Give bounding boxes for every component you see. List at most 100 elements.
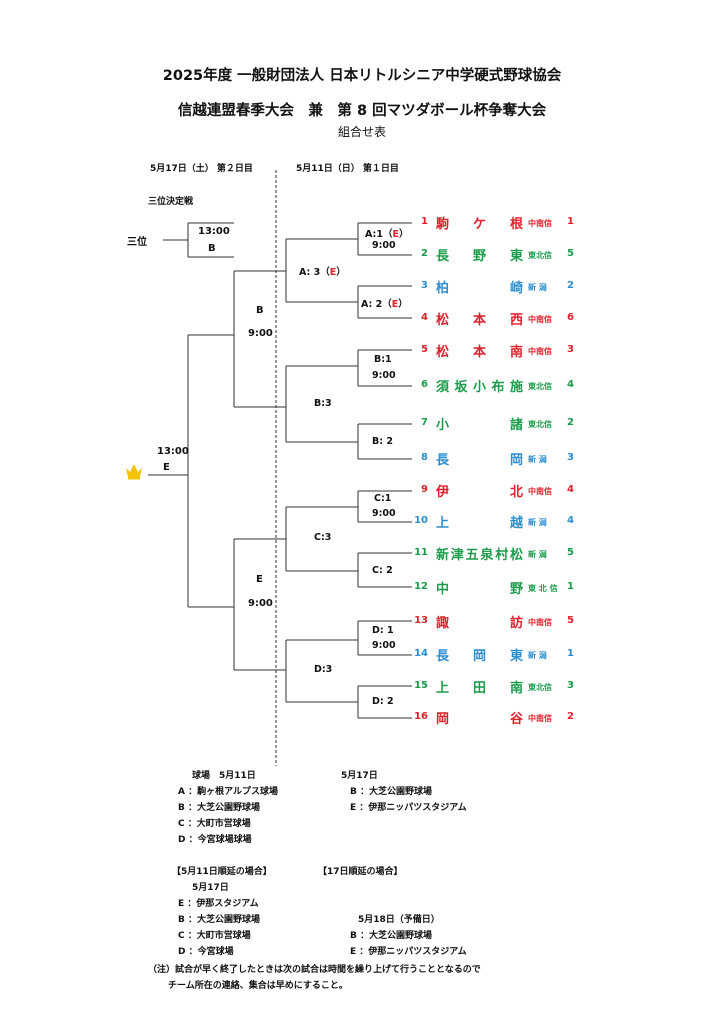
team-name-char: 崎: [509, 281, 523, 296]
team-name-char: 松: [436, 345, 450, 360]
team-name-char: 根: [509, 217, 523, 232]
round1-c2-label: C: 2: [372, 565, 393, 576]
round1-b2-label: B: 2: [372, 436, 393, 447]
team-league-rank: 4: [567, 515, 574, 526]
round1-a1-label: A:1（E）: [365, 226, 408, 240]
venue-may11-a: A ：駒ヶ根アルプス球場: [178, 787, 279, 797]
crown-icon: [126, 464, 142, 480]
team-name-char: 岡: [436, 712, 450, 727]
team-name-char: 訪: [509, 616, 523, 631]
team-name-char: 南: [509, 681, 523, 696]
team-name-char: 長: [436, 649, 450, 664]
team-name: 柏崎: [436, 277, 523, 296]
team-seed: 6: [421, 379, 428, 390]
team-name: 小諸: [436, 414, 523, 433]
postpone-heading-11: 【5月11日順延の場合】: [172, 867, 272, 877]
postpone-11-c: C ：大町市営球場: [178, 931, 251, 941]
team-name-char: 布: [491, 380, 505, 395]
team-name: 上越: [436, 512, 523, 531]
team-league-rank: 5: [567, 615, 574, 626]
team-seed: 11: [414, 547, 428, 558]
round1-c1-time: 9:00: [372, 508, 396, 519]
postpone-11-d: D ：今宮球場: [178, 947, 234, 957]
team-league-rank: 5: [567, 547, 574, 558]
team-name-char: 野: [509, 582, 523, 597]
team-name: 須坂小布施: [436, 376, 523, 395]
final-junction: [148, 335, 189, 607]
round1-b1-label: B:1: [374, 354, 392, 365]
team-region: 中南信: [528, 219, 552, 228]
semi-b-arms: [234, 270, 286, 408]
team-name-char: 越: [509, 516, 523, 531]
team-name: 岡谷: [436, 708, 523, 727]
round1-a2-label: A: 2（E）: [361, 296, 408, 310]
team-name-char: 北: [509, 485, 523, 500]
team-seed: 3: [421, 280, 428, 291]
team-region: 東北信: [528, 420, 552, 429]
postpone-17-e: E ：伊那ニッパツスタジアム: [350, 947, 467, 957]
team-name-char: 東: [509, 649, 523, 664]
postpone-11-b: B ：大芝公園野球場: [178, 915, 260, 925]
team-name-char: 小: [472, 380, 486, 395]
venue-may11-b: B ：大芝公園野球場: [178, 803, 260, 813]
round2-c-label: C:3: [314, 532, 332, 543]
team-seed: 8: [421, 452, 428, 463]
third-place-time: 13:00: [198, 226, 230, 237]
team-name-char: 長: [436, 249, 450, 264]
round1-a1-code: A:1: [365, 229, 383, 240]
round2-d-bracket: [285, 639, 358, 703]
third-place-heading: 三位決定戦: [148, 197, 194, 207]
team-name: 松本南: [436, 341, 523, 360]
team-seed: 13: [414, 615, 428, 626]
page-subtitle: 組合せ表: [337, 125, 386, 139]
third-place-label: 三位: [127, 237, 147, 248]
team-seed: 9: [421, 484, 428, 495]
round1-c1-bracket: [357, 490, 412, 523]
team-seed: 12: [414, 581, 428, 592]
team-region: 東北信: [528, 382, 552, 391]
team-region: 新 潟: [528, 651, 547, 660]
team-league-rank: 2: [567, 417, 574, 428]
postpone-date-11: 5月17日: [192, 883, 229, 893]
semi-e-time: 9:00: [248, 598, 273, 609]
team-name-char: 田: [472, 681, 486, 696]
team-name-char: 野: [472, 249, 486, 264]
team-seed: 14: [414, 648, 428, 659]
team-name-char: 本: [472, 345, 486, 360]
round2-a-mark: （E）: [320, 267, 346, 278]
round1-b1-bracket: [357, 349, 412, 387]
team-region: 中南信: [528, 315, 552, 324]
team-name-char: 上: [436, 516, 450, 531]
team-name-char: 松: [436, 313, 450, 328]
team-name: 上田南: [436, 677, 523, 696]
team-name-char: 松: [509, 548, 523, 563]
postpone-17-b: B ：大芝公園野球場: [350, 931, 432, 941]
team-seed: 7: [421, 417, 428, 428]
final-arms: [188, 334, 234, 608]
team-region: 東 北 信: [528, 584, 558, 593]
team-name: 新津五泉村松: [436, 544, 523, 563]
round1-d1-bracket: [357, 620, 412, 656]
team-region: 東北信: [528, 251, 552, 260]
team-name: 松本西: [436, 309, 523, 328]
round2-d-label: D:3: [314, 664, 333, 675]
third-place-arms: [188, 222, 234, 258]
note-line-2: チーム所在の連絡、集合は早めにすること。: [168, 981, 348, 991]
team-name: 諏訪: [436, 612, 523, 631]
note-line-1: （注）試合が早く終了したときは次の試合は時間を繰り上げて行うこととなるので: [148, 965, 481, 975]
team-name-char: 上: [436, 681, 450, 696]
team-name: 長岡東: [436, 645, 523, 664]
round1-b1-time: 9:00: [372, 370, 396, 381]
team-region: 新 潟: [528, 518, 547, 527]
round1-d1-time: 9:00: [372, 640, 396, 651]
round1-d2-bracket: [357, 685, 412, 719]
team-name: 長野東: [436, 245, 523, 264]
team-league-rank: 3: [567, 680, 574, 691]
team-name-char: 津: [450, 548, 464, 563]
round1-a1-mark: （E）: [382, 229, 409, 240]
team-name-char: 五: [465, 548, 479, 563]
